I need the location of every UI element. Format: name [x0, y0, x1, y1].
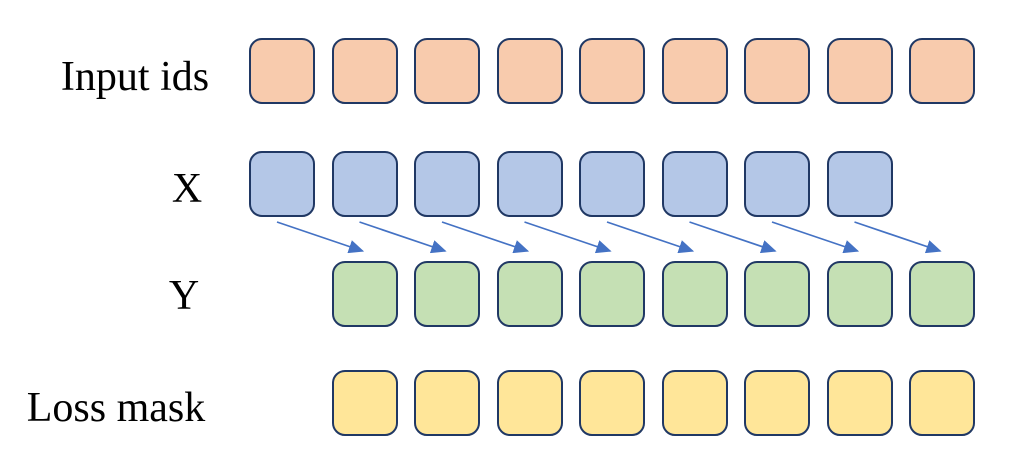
loss-mask-cell: [744, 370, 810, 436]
shift-arrow: [441, 221, 530, 254]
y-cell: [496, 261, 563, 327]
loss-mask-cell: [909, 370, 975, 436]
shift-arrow: [606, 221, 695, 254]
loss-mask-cell: [331, 370, 398, 436]
y-cell: [909, 261, 975, 327]
row-label-input-ids: Input ids: [60, 54, 210, 100]
input-ids-cell: [826, 38, 893, 104]
input-ids-cell: [496, 38, 563, 104]
input-ids-cell: [744, 38, 810, 104]
y-cell: [331, 261, 398, 327]
row-label-x: X: [171, 166, 203, 212]
input-ids-cell: [249, 38, 315, 104]
x-cell: [496, 151, 563, 217]
x-cell: [826, 151, 893, 217]
input-ids-cell: [331, 38, 398, 104]
y-cell: [579, 261, 645, 327]
y-cell: [826, 261, 893, 327]
row-label-y: Y: [168, 273, 200, 319]
x-cell: [661, 151, 728, 217]
x-cell: [331, 151, 398, 217]
input-ids-cell: [661, 38, 728, 104]
shift-arrow: [689, 221, 777, 254]
shift-arrow: [276, 221, 365, 254]
input-ids-cell: [579, 38, 645, 104]
loss-mask-cell: [414, 370, 480, 436]
row-label-loss-mask: Loss mask: [26, 385, 206, 431]
loss-mask-cell: [579, 370, 645, 436]
x-cell: [579, 151, 645, 217]
y-cell: [414, 261, 480, 327]
y-cell: [661, 261, 728, 327]
input-ids-cell: [909, 38, 975, 104]
x-cell: [414, 151, 480, 217]
shift-arrow: [854, 221, 942, 254]
input-ids-cell: [414, 38, 480, 104]
shift-arrow: [359, 221, 447, 254]
loss-mask-cell: [496, 370, 563, 436]
x-cell: [744, 151, 810, 217]
shift-arrow: [771, 221, 860, 254]
shift-arrow: [524, 221, 612, 254]
x-cell: [249, 151, 315, 217]
y-cell: [744, 261, 810, 327]
loss-mask-cell: [661, 370, 728, 436]
loss-mask-cell: [826, 370, 893, 436]
